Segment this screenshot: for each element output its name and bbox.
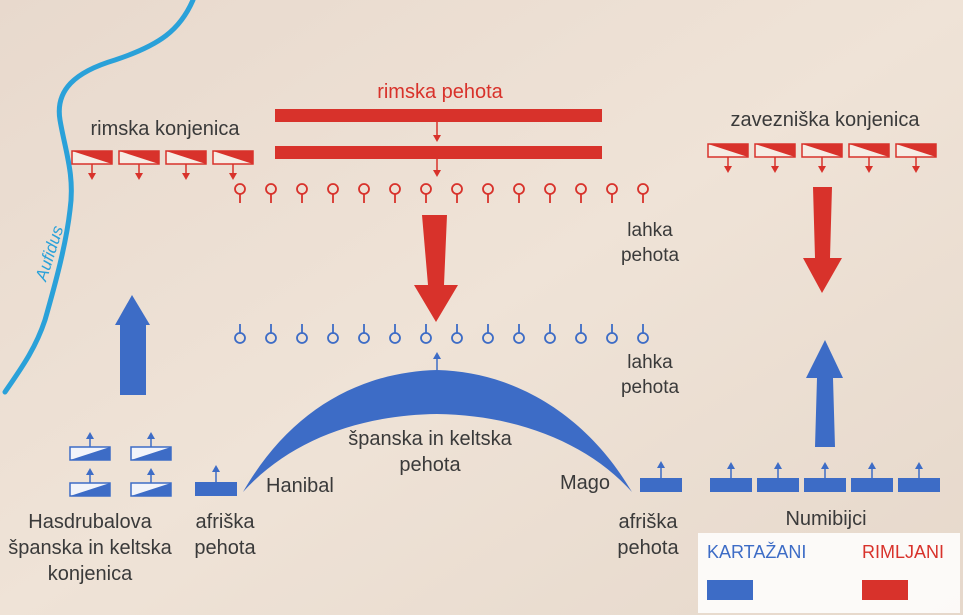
roman-infantry-label: rimska pehota	[377, 81, 503, 103]
carthage-crescent-formation	[243, 370, 632, 492]
allied-cavalry-label: zavezniška konjenica	[731, 109, 921, 131]
center-infantry-label-line1: španska in keltska	[348, 428, 512, 450]
roman-cavalry-label: rimska konjenica	[91, 118, 241, 140]
roman-cavalry-group	[71, 150, 254, 180]
carthage-skirmisher	[575, 324, 587, 344]
arrow-shaft	[120, 323, 146, 395]
arrow-head	[115, 295, 150, 325]
carthage-skirmisher	[389, 324, 401, 344]
carthage-skirmisher	[265, 324, 277, 344]
hasdrubal-label-line3: konjenica	[48, 563, 133, 585]
roman-skirmisher	[389, 183, 401, 203]
hasdrubal-cavalry-unit	[69, 432, 111, 461]
carthage-skirmisher	[606, 324, 618, 344]
numidian-unit	[851, 462, 893, 492]
african-infantry-right-label-line2: pehota	[617, 537, 679, 559]
legend-rome-swatch	[862, 580, 908, 600]
roman-skirmisher	[637, 183, 649, 203]
roman-skirmisher	[606, 183, 618, 203]
roman-advance-arrow	[414, 215, 458, 322]
african-infantry-right-label-line1: afriška	[619, 511, 679, 533]
roman-skirmisher	[358, 183, 370, 203]
allied-cavalry-unit	[848, 143, 890, 173]
carthage-skirmisher	[513, 324, 525, 344]
roman-skirmisher	[513, 183, 525, 203]
arrow-small	[657, 461, 665, 468]
river	[2, 0, 196, 395]
center-infantry-label-line2: pehota	[399, 454, 461, 476]
numidian-advance-arrow	[806, 340, 843, 447]
mago-label: Mago	[560, 472, 610, 494]
numidians-label: Numibijci	[785, 508, 866, 530]
allied-cavalry-unit	[707, 143, 749, 173]
hasdrubal-label-line2: španska in keltska	[8, 537, 172, 559]
hannibal-label: Hanibal	[266, 475, 334, 497]
allied-cavalry-advance-arrow	[803, 187, 842, 293]
roman-skirmisher	[482, 183, 494, 203]
roman-cavalry-unit	[118, 150, 160, 180]
allied-cavalry-group	[707, 143, 937, 173]
roman-skirmisher	[327, 183, 339, 203]
arrow-small	[433, 352, 441, 359]
carthage-skirmisher	[234, 324, 246, 344]
numidian-unit	[757, 462, 799, 492]
allied-cavalry-unit	[801, 143, 843, 173]
hasdrubal-cavalry-unit	[130, 468, 172, 497]
carthage-skirmisher	[358, 324, 370, 344]
allied-cavalry-unit	[895, 143, 937, 173]
carthage-skirmisher-row	[234, 324, 649, 344]
roman-skirmisher	[575, 183, 587, 203]
hasdrubal-label-line1: Hasdrubalova	[28, 511, 152, 533]
hasdrubal-cavalry-group	[69, 432, 172, 497]
african-infantry-right	[640, 478, 682, 492]
numidian-unit	[804, 462, 846, 492]
hasdrubal-cavalry-unit	[130, 432, 172, 461]
roman-skirmisher	[296, 183, 308, 203]
roman-cavalry-unit	[165, 150, 207, 180]
arrow-small	[433, 135, 441, 142]
african-infantry-left-label-line2: pehota	[194, 537, 256, 559]
carthage-skirmisher	[420, 324, 432, 344]
allied-cavalry-unit	[754, 143, 796, 173]
roman-light-infantry-label-line2: pehota	[621, 245, 680, 266]
roman-cavalry-unit	[212, 150, 254, 180]
legend-rome-label: RIMLJANI	[862, 542, 944, 562]
african-infantry-left	[195, 482, 237, 496]
legend-carthage-swatch	[707, 580, 753, 600]
roman-light-infantry-label-line1: lahka	[627, 220, 673, 241]
carthage-skirmisher	[451, 324, 463, 344]
carthage-skirmisher	[637, 324, 649, 344]
roman-infantry-block-rear	[275, 146, 602, 159]
numidian-unit	[898, 462, 940, 492]
legend-carthage-label: KARTAŽANI	[707, 542, 806, 562]
african-infantry-left-label-line1: afriška	[196, 511, 256, 533]
roman-skirmisher	[265, 183, 277, 203]
carthage-skirmisher	[482, 324, 494, 344]
roman-skirmisher	[420, 183, 432, 203]
carthage-skirmisher	[544, 324, 556, 344]
roman-skirmisher	[451, 183, 463, 203]
arrow-small	[433, 170, 441, 177]
numidian-group	[710, 462, 940, 492]
hasdrubal-cavalry-unit	[69, 468, 111, 497]
carthage-skirmisher	[327, 324, 339, 344]
arrow-small	[212, 465, 220, 472]
roman-skirmisher	[234, 183, 246, 203]
carthage-light-infantry-label-line2: pehota	[621, 377, 680, 398]
roman-skirmisher-row	[234, 183, 649, 203]
numidian-unit	[710, 462, 752, 492]
carthage-skirmisher	[296, 324, 308, 344]
roman-cavalry-unit	[71, 150, 113, 180]
roman-infantry-block-front	[275, 109, 602, 122]
carthage-light-infantry-label-line1: lahka	[627, 352, 673, 373]
roman-skirmisher	[544, 183, 556, 203]
